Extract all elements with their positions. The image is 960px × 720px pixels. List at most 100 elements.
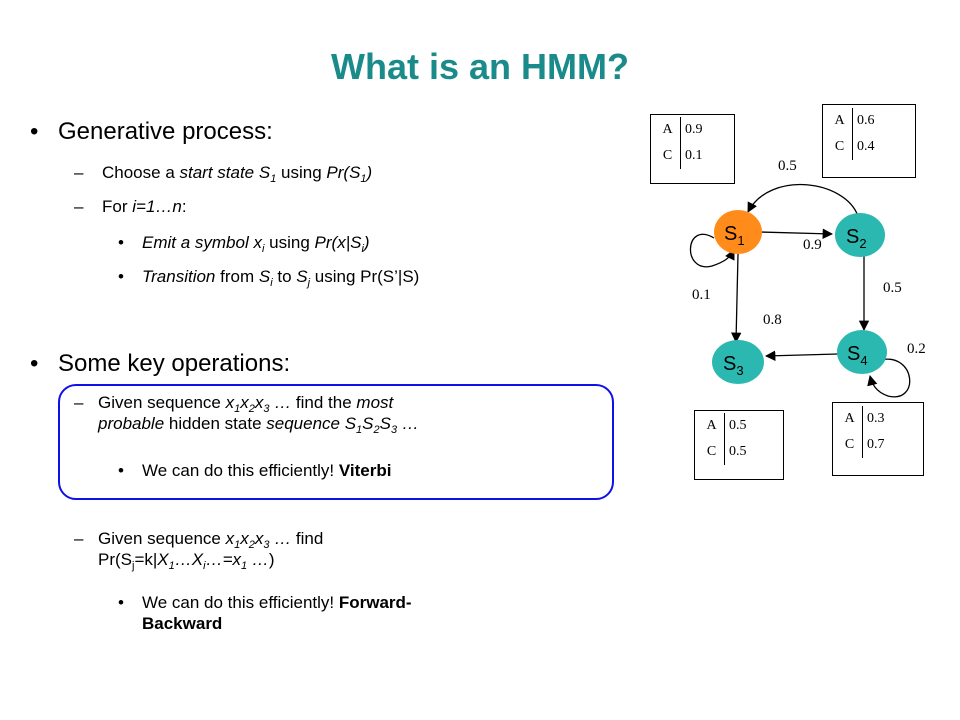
text: from (215, 267, 259, 286)
symbol: C (827, 134, 853, 160)
subscript: i (203, 560, 206, 572)
probability: 0.9 (685, 122, 703, 137)
text: S (258, 267, 271, 286)
bullet-dot: • (118, 593, 124, 612)
text: … (269, 529, 292, 548)
text: S (362, 414, 374, 433)
state-label: S3 (723, 353, 744, 378)
state-label: S2 (846, 226, 867, 251)
edge-label: 0.8 (763, 312, 782, 328)
text: Pr(S (326, 163, 361, 182)
subscript: 1 (234, 539, 241, 551)
text: ) (366, 163, 373, 182)
text: We can do this efficiently! (142, 593, 339, 612)
text: … (397, 414, 419, 433)
text: : (181, 197, 187, 216)
text: start state S (179, 163, 271, 182)
sub-sub-bullet-viterbi: • We can do this efficiently! Viterbi (118, 460, 391, 481)
subscript: 2 (248, 539, 255, 551)
edge-s1-self-loop (689, 233, 735, 268)
edge-s4-self-loop (867, 358, 911, 398)
text: …=x (205, 550, 241, 569)
state-node-s4: S4 (837, 330, 887, 374)
text: most (356, 393, 394, 412)
algorithm-name: Backward (142, 614, 223, 633)
subscript: 1 (234, 403, 241, 415)
edge-label: 0.1 (692, 287, 711, 303)
text: Pr(x|S (314, 233, 362, 252)
text: to (272, 267, 297, 286)
text: i=1…n (132, 197, 182, 216)
edge-s4-to-s3 (764, 350, 839, 361)
symbol: C (699, 439, 725, 465)
text: find (291, 529, 324, 548)
probability: 0.3 (867, 411, 885, 426)
text: … (247, 550, 269, 569)
dash-bullet: – (74, 529, 84, 548)
bullet-generative-process: •Generative process: (30, 118, 273, 146)
edge-s1-to-s3 (731, 253, 742, 344)
text: For (102, 197, 133, 216)
algorithm-name: Viterbi (338, 461, 392, 480)
text: x (254, 529, 264, 548)
text: Given sequence (98, 393, 226, 412)
bullet-dot: • (118, 461, 124, 480)
subscript: 2 (373, 424, 380, 436)
symbol: A (827, 108, 853, 134)
text: Pr(S (98, 550, 132, 569)
edge-s2-to-s1 (747, 183, 859, 217)
text: … (269, 393, 292, 412)
subscript: 1 (356, 424, 363, 436)
edge-label: 0.5 (883, 280, 902, 296)
text: x (225, 393, 235, 412)
edge-label: 0.9 (803, 237, 822, 253)
dash-bullet: – (74, 163, 84, 182)
symbol: C (655, 143, 681, 169)
text: Emit a symbol x (142, 233, 262, 252)
subscript: 1 (168, 560, 175, 572)
edge-label: 0.2 (907, 341, 926, 357)
text: x (240, 529, 249, 548)
edge-label: 0.5 (778, 158, 797, 174)
text: …X (174, 550, 204, 569)
text: x (240, 393, 249, 412)
probability: 0.6 (857, 113, 875, 128)
subscript: j (307, 277, 311, 289)
probability: 0.5 (729, 444, 747, 459)
text: ) (268, 550, 275, 569)
text: sequence S (266, 414, 357, 433)
state-label: S4 (847, 343, 868, 368)
bullet-dot: • (30, 350, 39, 377)
subscript: 1 (270, 173, 277, 185)
sub-sub-bullet-emit: •Emit a symbol xi using Pr(x|Si) (118, 232, 370, 255)
sub-sub-bullet-transition: •Transition from Si to Sj using Pr(S’|S) (118, 266, 419, 289)
sub-bullet-for-loop: –For i=1…n: (74, 196, 187, 217)
text: x (225, 529, 235, 548)
section-heading: Generative process: (58, 118, 273, 145)
subscript: i (361, 243, 364, 255)
state-node-s3: S3 (712, 340, 764, 384)
text: using (276, 163, 327, 182)
sub-bullet-most-probable: –Given sequence x1x2x3 … find the most p… (74, 392, 594, 436)
sub-sub-bullet-forward-backward: •We can do this efficiently! Forward- Ba… (118, 592, 412, 634)
bullet-dot: • (118, 267, 124, 286)
bullet-dot: • (118, 233, 124, 252)
state-label: S1 (724, 223, 745, 248)
dash-bullet: – (74, 393, 84, 412)
probability: 0.4 (857, 139, 875, 154)
text: x (254, 393, 264, 412)
probability: 0.1 (685, 148, 703, 163)
subscript: i (261, 243, 265, 255)
viterbi-highlight-box (58, 384, 614, 500)
text: Choose a (102, 163, 180, 182)
text: We can do this efficiently! (142, 461, 339, 480)
state-node-s2: S2 (835, 213, 885, 257)
text: hidden state (164, 414, 267, 433)
subscript: i (270, 277, 273, 289)
symbol: A (837, 406, 863, 432)
subscript: 1 (360, 173, 367, 185)
